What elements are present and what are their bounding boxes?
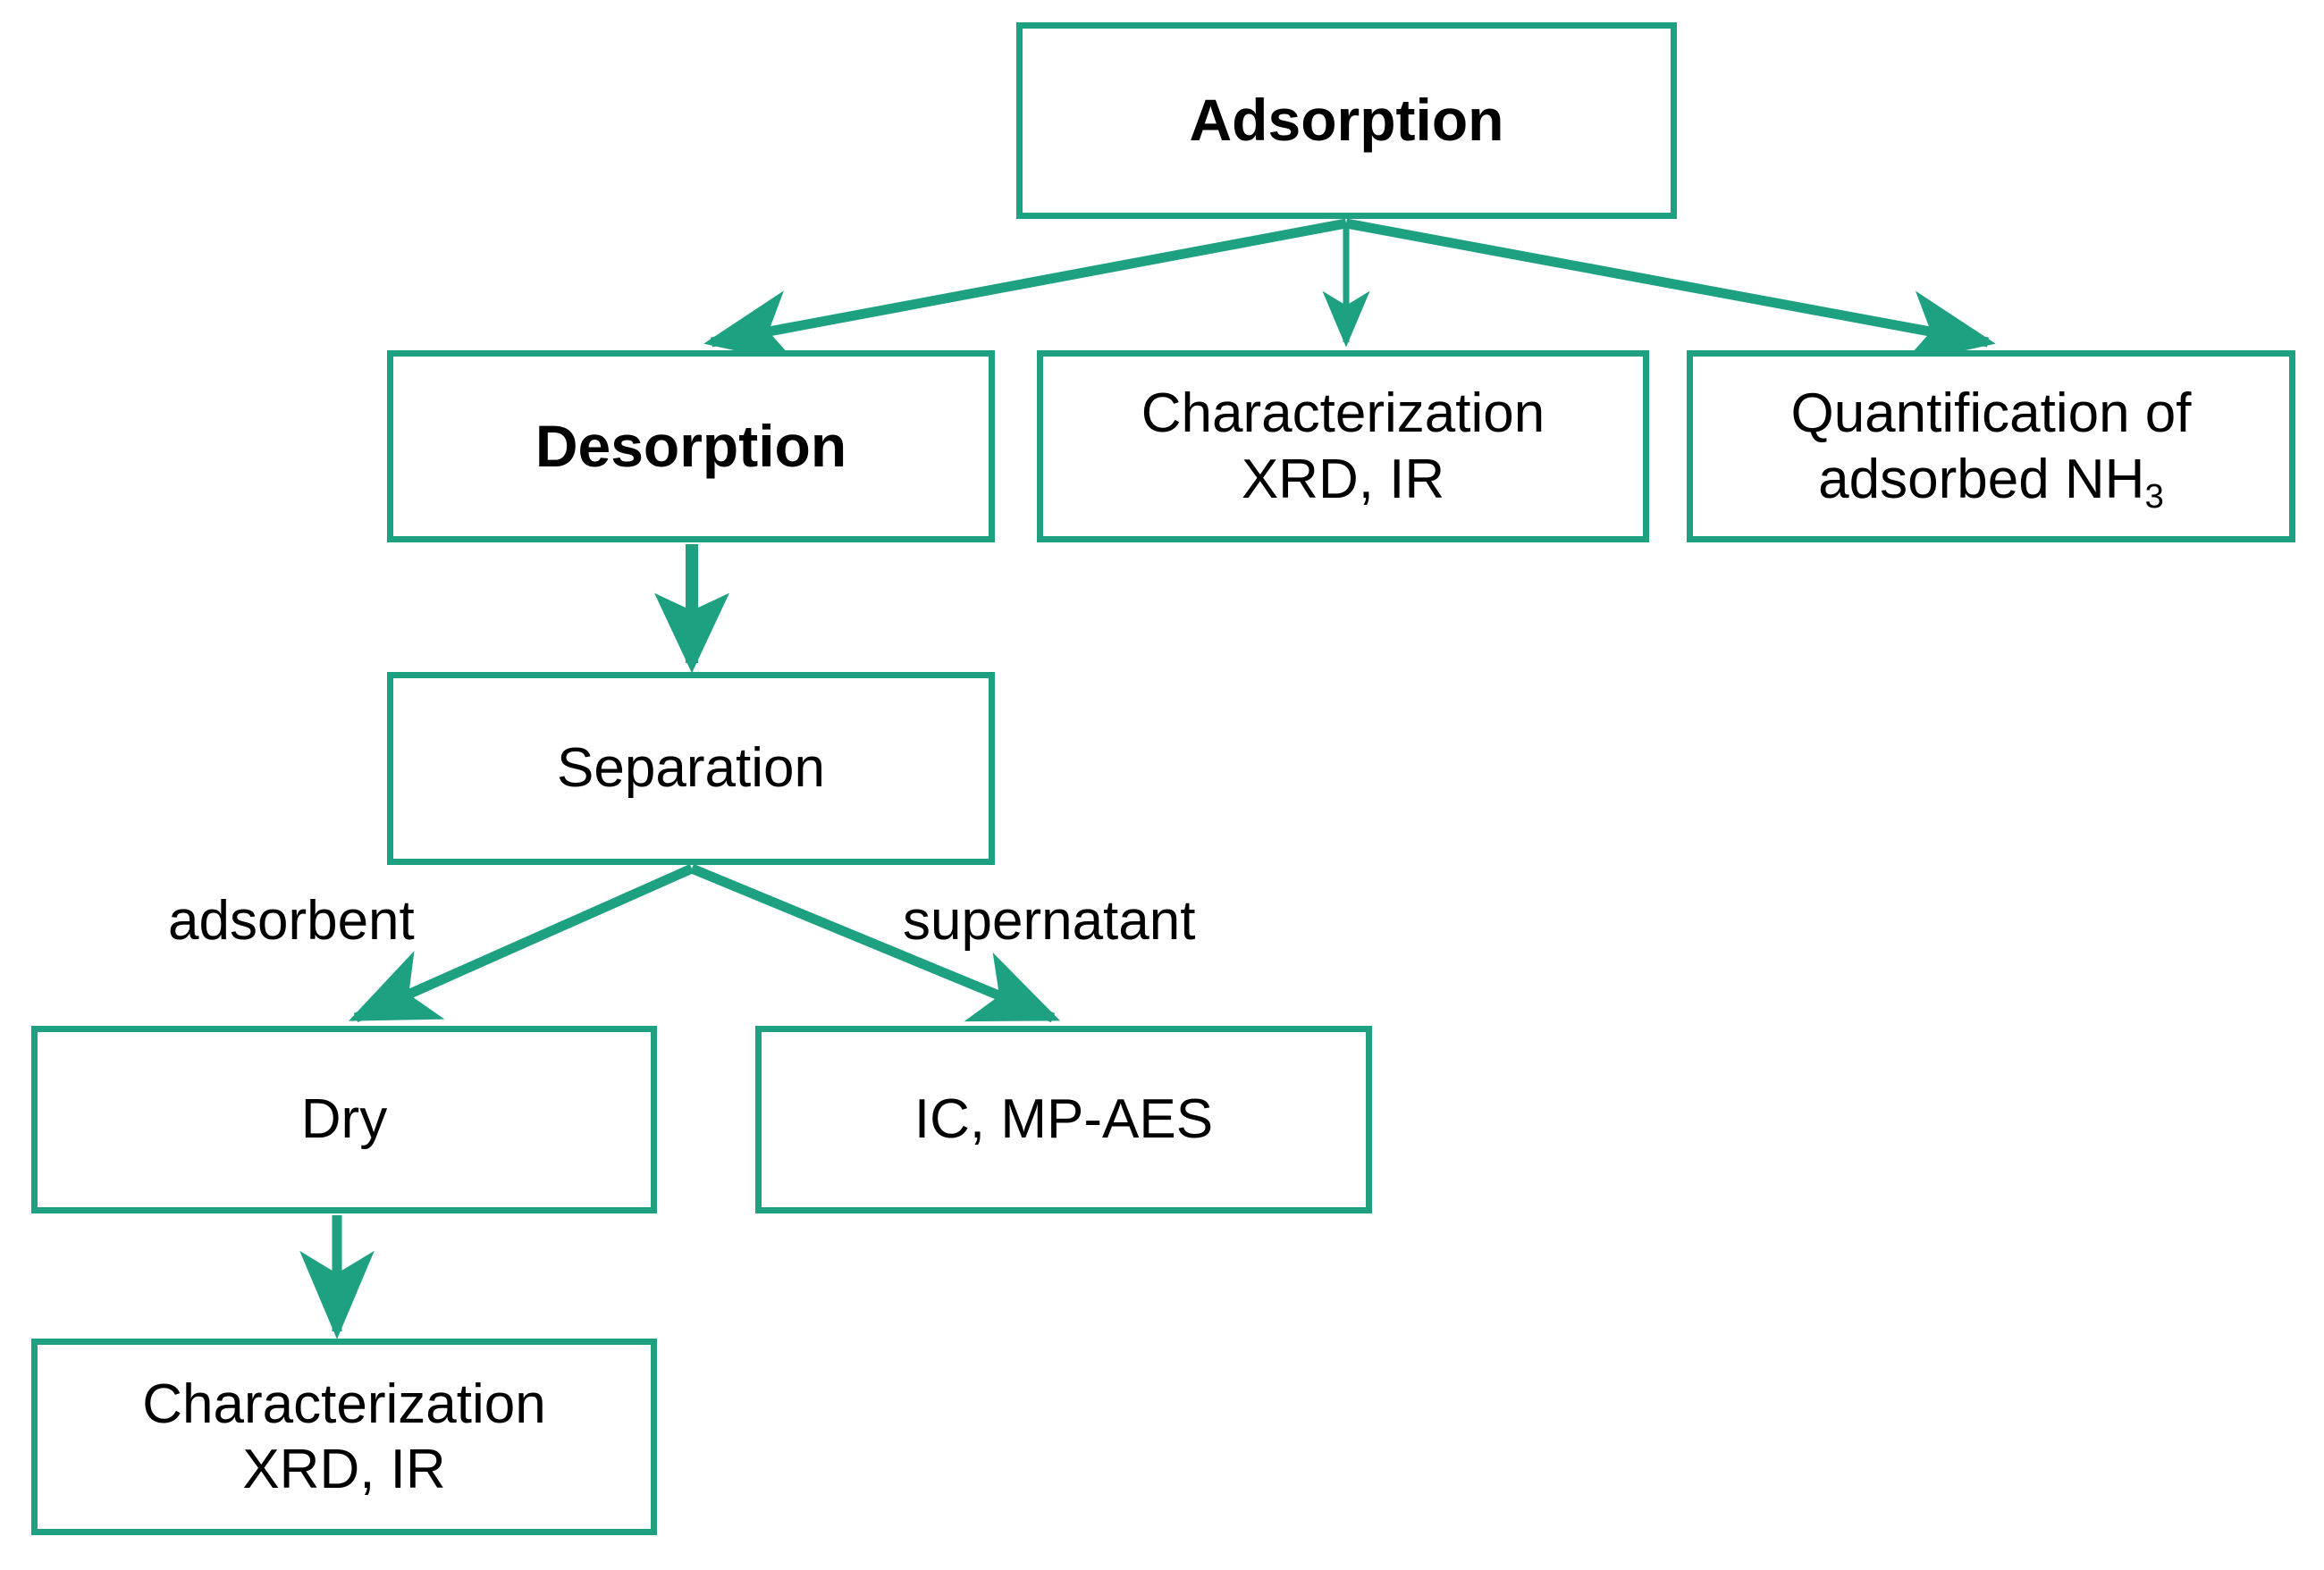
node-desorption-label: Desorption xyxy=(535,412,847,479)
edge-separation-to-ic xyxy=(689,863,1061,1023)
edge-label-adsorbent: adsorbent xyxy=(168,890,415,952)
node-characterization-top-label: Characterization XRD, IR xyxy=(1141,382,1545,510)
node-desorption[interactable]: Desorption xyxy=(387,350,995,542)
node-separation[interactable]: Separation xyxy=(387,672,995,865)
node-dry-label: Dry xyxy=(300,1088,388,1151)
edge-separation-to-dry xyxy=(348,863,695,1023)
node-adsorption-label: Adsorption xyxy=(1189,87,1504,154)
edge-adsorption-to-quantification xyxy=(1344,218,1996,365)
node-separation-label: Separation xyxy=(557,737,825,800)
node-characterization-bottom-label: Characterization XRD, IR xyxy=(142,1373,546,1500)
node-ic-mp-aes-label: IC, MP-AES xyxy=(914,1088,1214,1151)
node-dry[interactable]: Dry xyxy=(31,1026,657,1213)
node-characterization-top[interactable]: Characterization XRD, IR xyxy=(1037,350,1649,542)
edge-label-supernatant: supernatant xyxy=(903,890,1196,952)
node-characterization-bottom[interactable]: Characterization XRD, IR xyxy=(31,1339,657,1535)
node-adsorption[interactable]: Adsorption xyxy=(1016,22,1677,219)
node-ic-mp-aes[interactable]: IC, MP-AES xyxy=(755,1026,1372,1213)
edge-adsorption-to-desorption xyxy=(703,218,1348,365)
